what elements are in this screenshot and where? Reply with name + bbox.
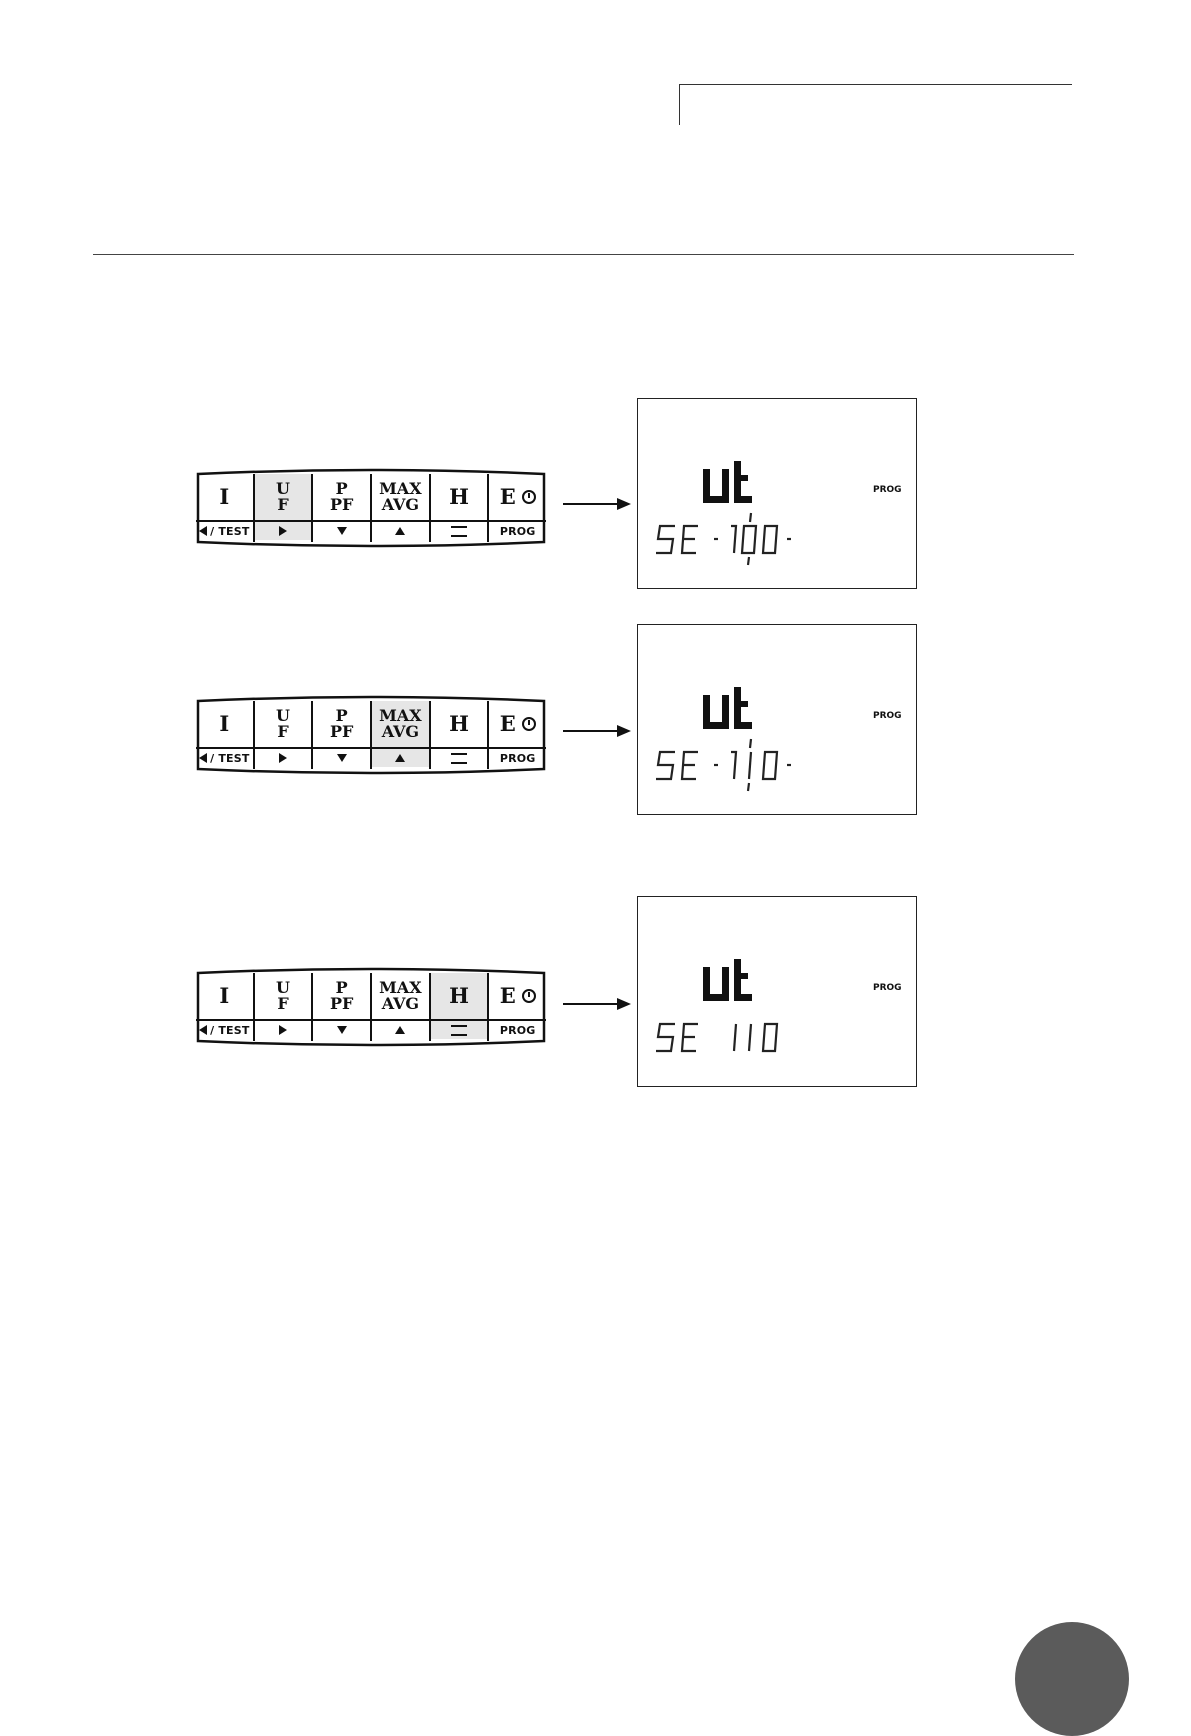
prog-indicator: PROG bbox=[873, 485, 902, 495]
clock-icon bbox=[522, 989, 536, 1003]
key-label: E bbox=[500, 713, 516, 735]
swap-icon bbox=[451, 526, 467, 537]
key-energy[interactable]: E PROG bbox=[489, 474, 546, 542]
key-label: PF bbox=[330, 497, 353, 513]
down-arrow-icon bbox=[337, 527, 347, 535]
key-sublabel: PROG bbox=[500, 525, 536, 538]
key-label: I bbox=[219, 713, 229, 735]
right-arrow-icon bbox=[279, 1025, 287, 1035]
key-current[interactable]: I / TEST bbox=[196, 973, 255, 1041]
lcd-top-readout bbox=[703, 461, 752, 503]
down-arrow-icon bbox=[337, 754, 347, 762]
key-label: E bbox=[500, 985, 516, 1007]
right-arrow-icon bbox=[279, 526, 287, 536]
up-arrow-icon bbox=[395, 527, 405, 535]
lcd-bottom-readout bbox=[656, 1024, 777, 1051]
right-arrow-icon bbox=[279, 753, 287, 763]
lcd-top-readout bbox=[703, 959, 752, 1001]
key-label: AVG bbox=[382, 724, 419, 740]
section-rule bbox=[93, 254, 1074, 255]
left-arrow-icon bbox=[199, 526, 207, 536]
key-harmonics[interactable]: H bbox=[431, 973, 490, 1041]
key-sublabel: / TEST bbox=[210, 752, 250, 765]
key-label: AVG bbox=[382, 497, 419, 513]
key-label: F bbox=[277, 724, 288, 740]
left-arrow-icon bbox=[199, 1025, 207, 1035]
key-current[interactable]: I / TEST bbox=[196, 701, 255, 769]
up-arrow-icon bbox=[395, 754, 405, 762]
key-current[interactable]: I / TEST bbox=[196, 474, 255, 542]
key-sublabel: / TEST bbox=[210, 1024, 250, 1037]
right-arrow-icon bbox=[563, 724, 631, 738]
key-label: E bbox=[500, 486, 516, 508]
lcd-display-step-3: PROG bbox=[637, 896, 917, 1087]
swap-icon bbox=[451, 753, 467, 764]
left-arrow-icon bbox=[199, 753, 207, 763]
key-label: PF bbox=[330, 996, 353, 1012]
key-label: H bbox=[449, 486, 469, 508]
right-arrow-icon bbox=[563, 497, 631, 511]
key-label: F bbox=[277, 996, 288, 1012]
key-energy[interactable]: E PROG bbox=[489, 973, 546, 1041]
key-sublabel: PROG bbox=[500, 1024, 536, 1037]
lcd-bottom-readout bbox=[656, 739, 791, 791]
clock-icon bbox=[522, 717, 536, 731]
key-label: AVG bbox=[382, 996, 419, 1012]
key-harmonics[interactable]: H bbox=[431, 474, 490, 542]
swap-icon bbox=[451, 1025, 467, 1036]
key-energy[interactable]: E PROG bbox=[489, 701, 546, 769]
key-label: F bbox=[277, 497, 288, 513]
lcd-top-readout bbox=[703, 687, 752, 729]
lcd-display-step-2: PROG bbox=[637, 624, 917, 815]
page-number-tab bbox=[1015, 1622, 1129, 1736]
prog-indicator: PROG bbox=[873, 983, 902, 993]
down-arrow-icon bbox=[337, 1026, 347, 1034]
key-sublabel: / TEST bbox=[210, 525, 250, 538]
key-label: H bbox=[449, 985, 469, 1007]
prog-indicator: PROG bbox=[873, 711, 902, 721]
lcd-bottom-readout bbox=[656, 513, 791, 565]
key-harmonics[interactable]: H bbox=[431, 701, 490, 769]
clock-icon bbox=[522, 490, 536, 504]
up-arrow-icon bbox=[395, 1026, 405, 1034]
key-label: PF bbox=[330, 724, 353, 740]
key-label: I bbox=[219, 486, 229, 508]
key-label: H bbox=[449, 713, 469, 735]
lcd-display-step-1: PROG bbox=[637, 398, 917, 589]
key-sublabel: PROG bbox=[500, 752, 536, 765]
key-label: I bbox=[219, 985, 229, 1007]
header-frame bbox=[679, 84, 1072, 125]
right-arrow-icon bbox=[563, 997, 631, 1011]
